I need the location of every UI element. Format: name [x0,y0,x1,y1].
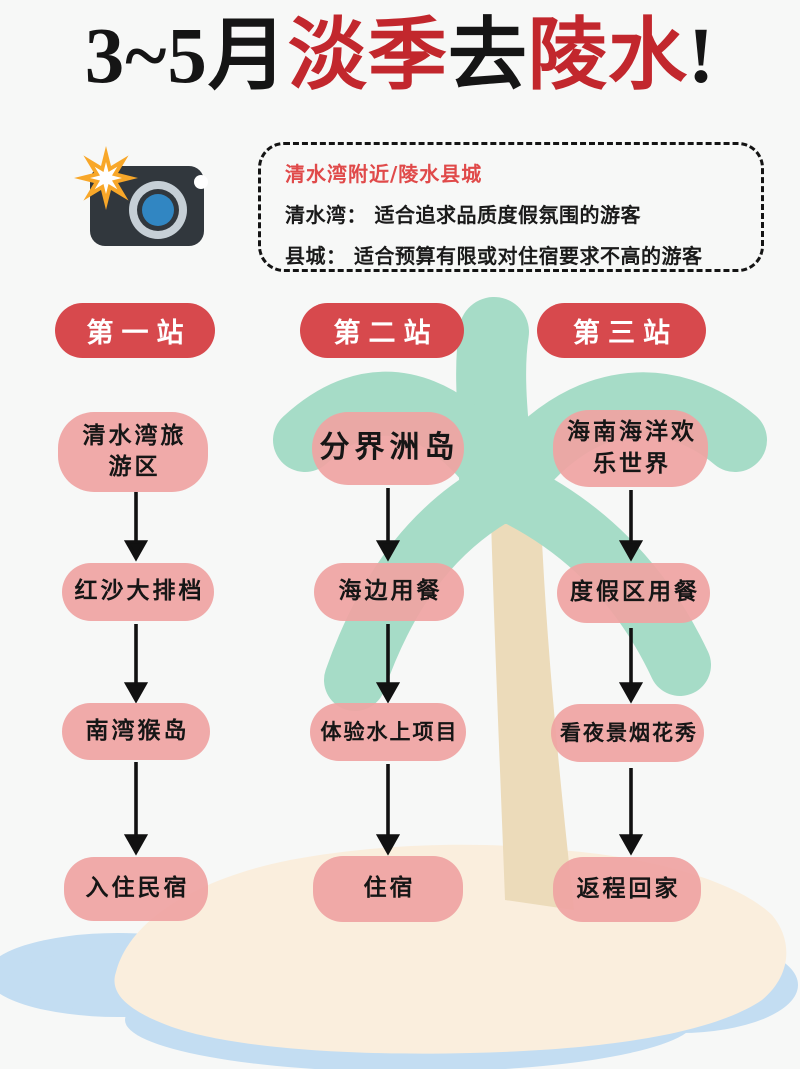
poster-title: 3~5月淡季去陵水! [0,10,800,105]
info-box: 清水湾附近/陵水县城 清水湾： 适合追求品质度假氛围的游客 县城： 适合预算有限… [258,142,764,272]
flow-arrow [618,628,644,704]
palm-trunk [491,520,574,910]
title-segment: 去 [447,13,528,100]
stop-box-lodging: 住宿 [313,856,463,922]
info-box-heading: 清水湾附近/陵水县城 [285,162,483,186]
title-segment: 3~5月 [84,13,288,100]
flow-arrow [123,624,149,704]
station-pill-3: 第三站 [537,303,706,358]
flow-arrow [618,768,644,856]
stop-box-check-in-homestay: 入住民宿 [64,857,208,921]
stop-box-return-home: 返程回家 [553,857,701,922]
title-segment: 陵水 [527,13,688,100]
title-segment: ! [687,13,716,100]
stop-box-boundary-island: 分界洲岛 [312,412,464,485]
title-segment: 淡季 [287,13,448,100]
info-box-line: 县城： 适合预算有限或对住宿要求不高的游客 [285,244,703,268]
palm-leaves [273,297,767,711]
flow-arrow [375,488,401,562]
flow-arrows [123,488,644,856]
station-pill-2: 第二站 [300,303,464,358]
stop-box-night-fireworks-show: 看夜景烟花秀 [551,704,704,762]
flow-arrow [618,490,644,562]
stop-box-qingshui-bay-resort: 清水湾旅 游区 [58,412,208,492]
stop-box-hainan-ocean-paradise: 海南海洋欢 乐世界 [553,410,708,487]
flow-arrow [375,764,401,856]
station-pill-1: 第一站 [55,303,215,358]
stop-box-nanwan-monkey-island: 南湾猴岛 [62,703,210,760]
stop-box-water-activities: 体验水上项目 [310,703,466,761]
stop-box-hongsha-food-stalls: 红沙大排档 [62,563,214,621]
flow-arrow [123,762,149,856]
flow-arrow [123,492,149,562]
stop-box-seaside-dining: 海边用餐 [314,563,464,621]
camera-flash-icon [74,144,228,264]
info-box-line: 清水湾： 适合追求品质度假氛围的游客 [285,203,641,227]
stop-box-resort-dining: 度假区用餐 [557,563,710,623]
flow-arrow [375,624,401,704]
